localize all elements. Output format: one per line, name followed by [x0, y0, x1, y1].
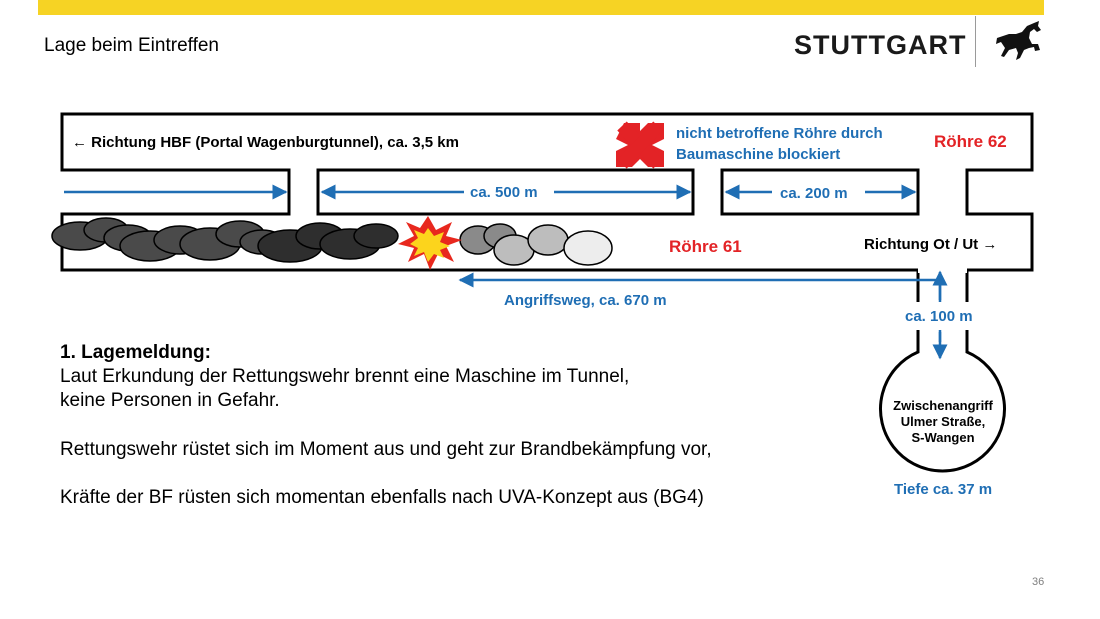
- smoke-cloud-icon: [51, 217, 613, 266]
- tube-62-label: Röhre 62: [934, 132, 1007, 151]
- brand-divider: [975, 16, 976, 67]
- blocked-x-icon: [616, 121, 664, 169]
- depth-label: Tiefe ca. 37 m: [894, 481, 992, 498]
- distance-500-label: ca. 500 m: [470, 184, 538, 201]
- report-line-2: keine Personen in Gefahr.: [60, 390, 280, 411]
- fire-burst-icon: [398, 216, 462, 270]
- page-number: 36: [1032, 576, 1045, 588]
- attack-route-arrow: [458, 272, 942, 342]
- tube-61-label: Röhre 61: [669, 237, 742, 256]
- shaft-label-line2: Ulmer Straße,: [901, 414, 986, 429]
- shaft-label-line3: S-Wangen: [911, 430, 974, 445]
- report-line-3: Rettungswehr rüstet sich im Moment aus u…: [60, 439, 712, 460]
- report-heading: 1. Lagemeldung:: [60, 342, 211, 363]
- shaft-label-line1: Zwischenangriff: [893, 398, 993, 413]
- brand-wordmark: STUTTGART: [794, 30, 967, 60]
- distance-200-label: ca. 200 m: [780, 185, 848, 202]
- blocked-note-line1: nicht betroffene Röhre durch: [676, 125, 883, 142]
- direction-hbf-label: ← Richtung HBF (Portal Wagenburgtunnel),…: [72, 134, 459, 151]
- blocked-note-line2: Baumaschine blockiert: [676, 146, 840, 163]
- top-accent-bar: [38, 0, 1044, 15]
- direction-ot-ut-label: Richtung Ot / Ut →: [864, 236, 997, 253]
- tube-61-divider: [316, 168, 695, 216]
- stuttgart-horse-icon: [996, 21, 1041, 60]
- report-line-4: Kräfte der BF rüsten sich momentan ebenf…: [60, 487, 704, 508]
- tube-62-outline: [60, 112, 1034, 272]
- tube-cross-passage: [720, 168, 920, 216]
- shaft-outline: [879, 270, 1006, 473]
- attack-route-label: Angriffsweg, ca. 670 m: [504, 292, 667, 309]
- distance-100-label: ca. 100 m: [905, 308, 973, 325]
- report-line-1: Laut Erkundung der Rettungswehr brennt e…: [60, 366, 630, 387]
- page-title: Lage beim Eintreffen: [44, 35, 219, 56]
